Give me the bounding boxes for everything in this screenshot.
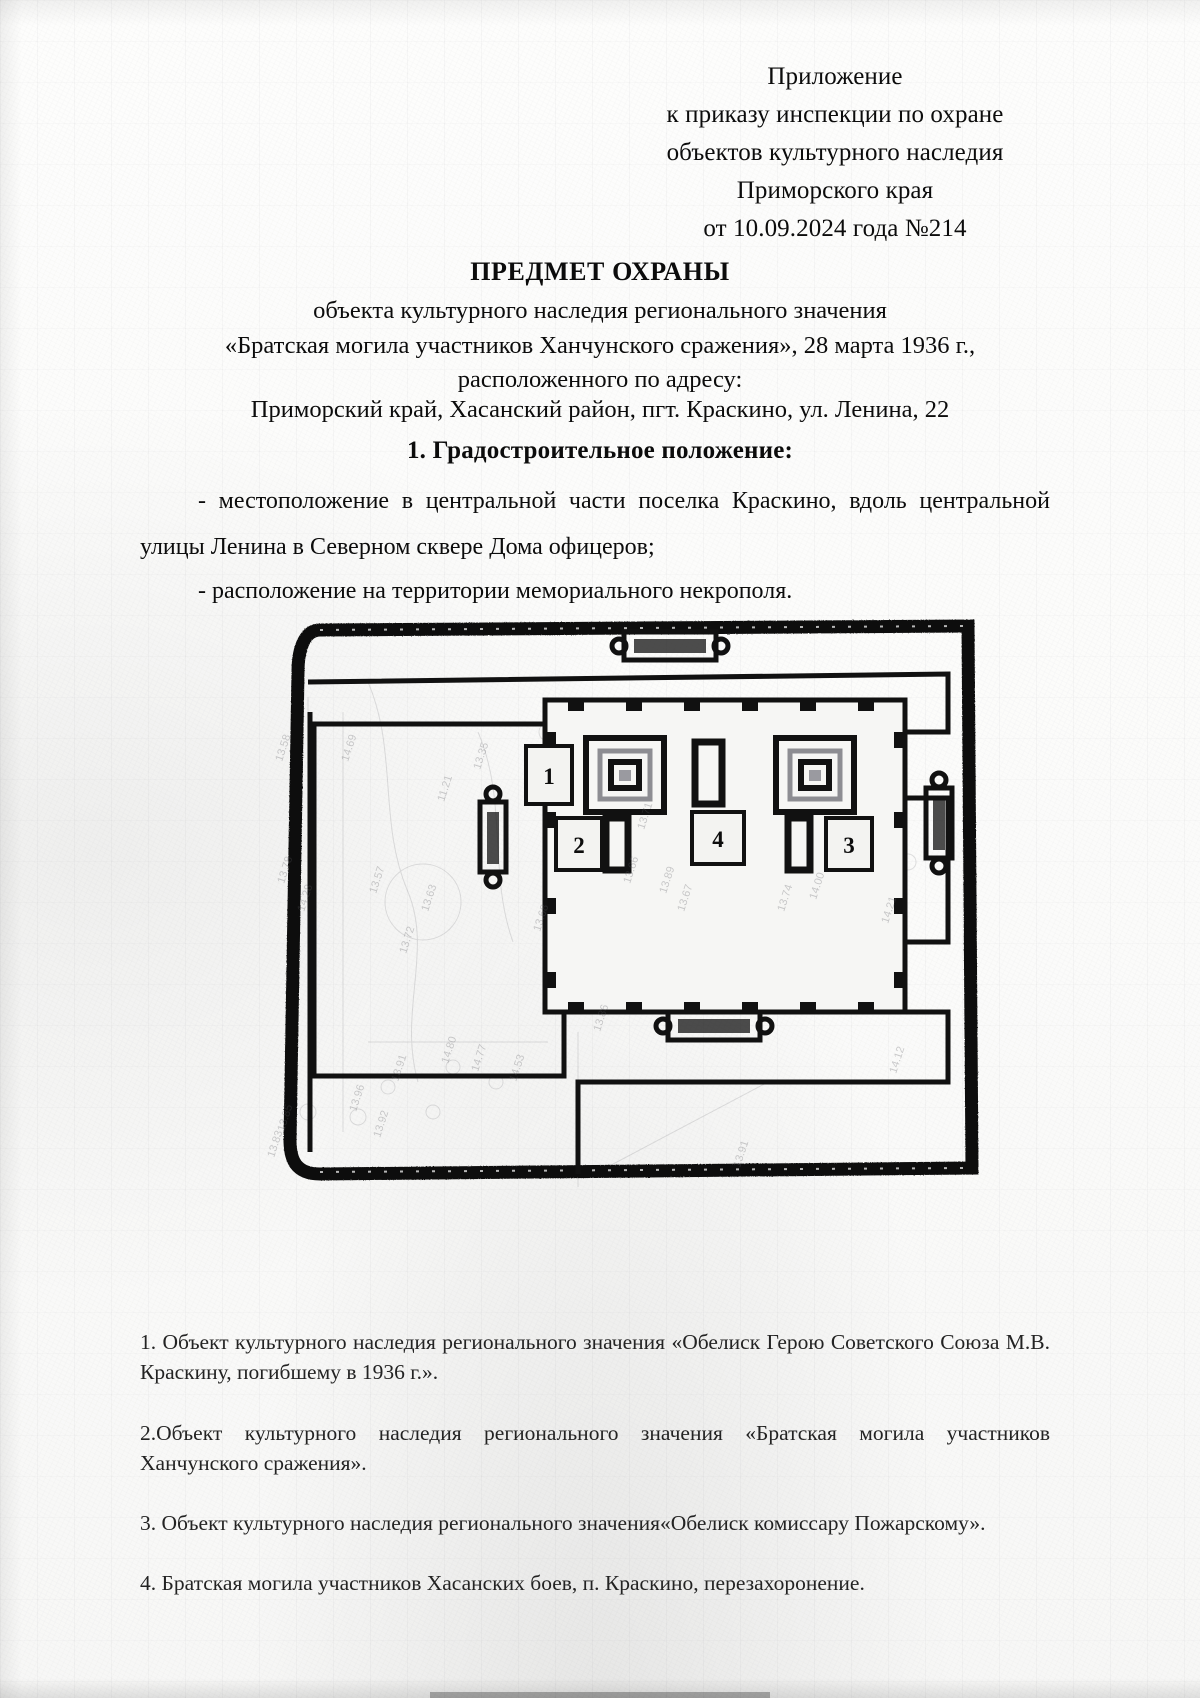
plan-gate-west [477, 784, 509, 890]
header-line-5: от 10.09.2024 года №214 [703, 215, 967, 242]
svg-text:13.83: 13.83 [265, 1129, 285, 1159]
plan-marker-label-3: 3 [843, 833, 855, 858]
plan-marker-label-2: 2 [573, 833, 585, 858]
svg-text:13.96: 13.96 [347, 1083, 367, 1113]
svg-text:14.69: 14.69 [339, 733, 359, 763]
plan-obelisk-base-left [583, 735, 667, 815]
subtitle-line-4: Приморский край, Хасанский район, пгт. К… [250, 396, 950, 423]
section-1-heading: 1. Градостроительное положение: [406, 437, 794, 464]
legend-item-2: 2.Объект культурного наследия региональн… [140, 1421, 1050, 1475]
svg-text:13.63: 13.63 [419, 883, 439, 913]
plan-park-outline [307, 671, 951, 1174]
svg-text:13.72: 13.72 [397, 925, 417, 955]
plan-grave-slab-left [602, 814, 632, 874]
plan-gate-east [923, 770, 955, 876]
page-title: ПРЕДМЕТ ОХРАНЫ [470, 257, 730, 286]
site-plan-drawing: 1 2 4 3 13.58 14.69 13.35 11.21 13.71 [248, 612, 988, 1197]
section-1-item-1: - местоположение в центральной части пос… [140, 488, 1050, 560]
plan-obelisk-base-right [773, 735, 857, 815]
scan-bottom-shadow [0, 1678, 1200, 1698]
plan-marker-label-1: 1 [543, 764, 555, 789]
svg-text:14.77: 14.77 [469, 1043, 489, 1073]
appendix-header: Приложение к приказу инспекции по охране… [600, 58, 1070, 248]
plan-gate-north [609, 629, 731, 663]
plan-marker-label-4: 4 [712, 827, 724, 852]
legend-item-3: 3. Объект культурного наследия региональ… [140, 1511, 986, 1535]
subtitle-line-2: «Братская могила участников Ханчунского … [224, 332, 976, 359]
svg-text:13.57: 13.57 [367, 865, 387, 895]
header-line-2: к приказу инспекции по охране [666, 101, 1004, 128]
header-line-1: Приложение [767, 63, 903, 90]
legend-item-1: 1. Объект культурного наследия региональ… [140, 1330, 1050, 1384]
section-1-item-2: - расположение на территории мемориально… [198, 578, 793, 604]
plan-grave-slab-right [784, 814, 814, 874]
plan-marker-box-2[interactable]: 2 [554, 816, 604, 872]
plan-gate-south [653, 1009, 775, 1043]
svg-text:13.92: 13.92 [371, 1109, 391, 1139]
svg-text:11.21: 11.21 [435, 774, 455, 803]
subtitle-line-1: объекта культурного наследия регионально… [313, 297, 887, 324]
plan-marker-box-4[interactable]: 4 [690, 810, 746, 866]
plan-outer-boundary [283, 619, 979, 1181]
plan-grave-slab-center [691, 738, 726, 808]
scan-bottom-edge [430, 1692, 770, 1698]
svg-text:14.12: 14.12 [887, 1045, 907, 1075]
plan-marker-box-3[interactable]: 3 [824, 816, 874, 872]
subtitle-line-3: расположенного по адресу: [457, 366, 743, 393]
header-line-4: Приморского края [736, 177, 934, 204]
legend-item-4: 4. Братская могила участников Хасанских … [140, 1571, 865, 1595]
plan-marker-box-1[interactable]: 1 [524, 744, 574, 806]
header-line-3: объектов культурного наследия [666, 139, 1004, 166]
svg-text:13.35: 13.35 [471, 741, 491, 771]
